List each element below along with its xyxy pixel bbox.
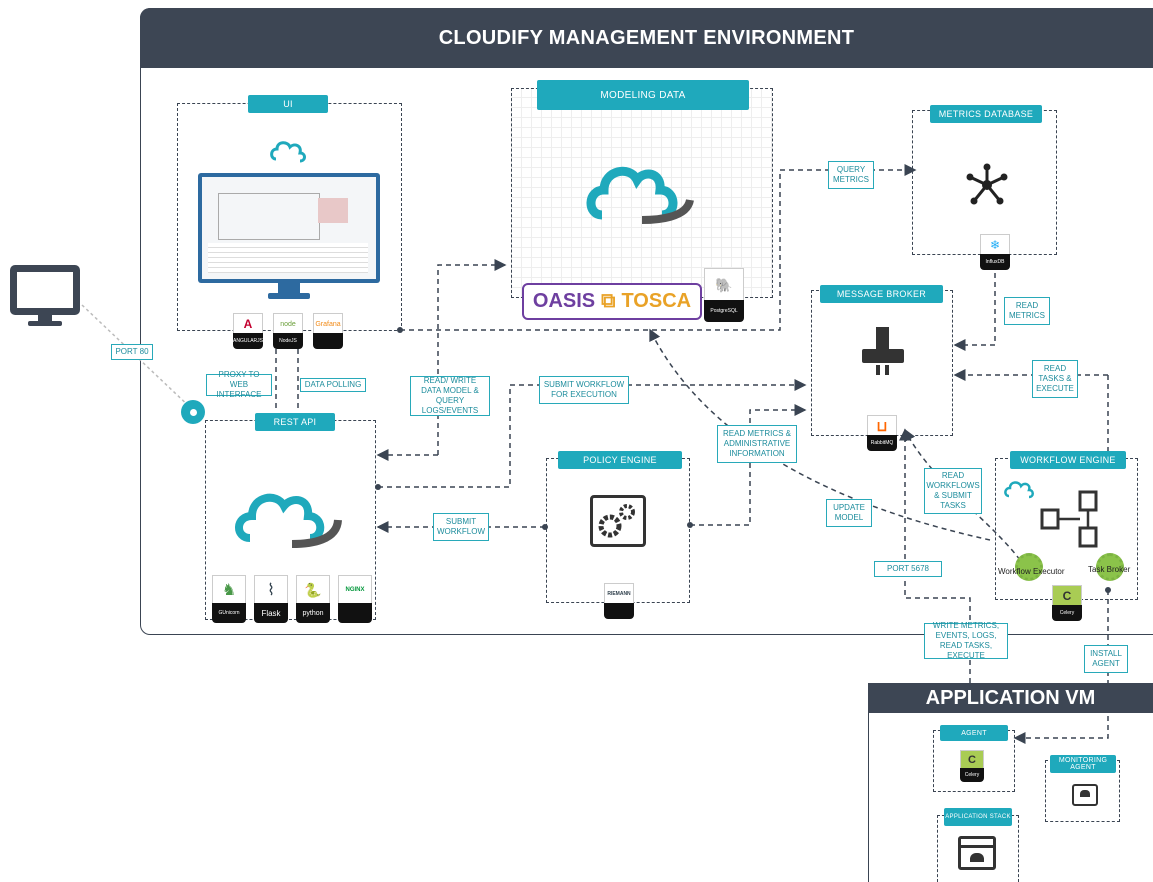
data-polling-label: DATA POLLING xyxy=(300,378,366,392)
read-metrics-label: READ METRICS xyxy=(1004,297,1050,325)
workflow-executor-text: Workflow Executor xyxy=(998,567,1065,576)
task-broker-text: Task Broker xyxy=(1088,565,1131,574)
install-agent-label: INSTALL AGENT xyxy=(1084,645,1128,673)
broker-icon xyxy=(858,325,908,377)
workflow-executor-gear xyxy=(1015,553,1043,581)
influxdb-logo: ❄InfluxDB xyxy=(980,234,1010,272)
monitor-icon xyxy=(10,265,80,327)
gears-icon xyxy=(590,495,646,547)
port-5678-label: PORT 5678 xyxy=(874,561,942,577)
page-title: CLOUDIFY MANAGEMENT ENVIRONMENT xyxy=(140,8,1153,68)
monitoring-agent-label: MONITORING AGENT xyxy=(1050,755,1116,773)
ui-monitor-screenshot xyxy=(198,173,380,301)
write-metrics-label: WRITE METRICS, EVENTS, LOGS, READ TASKS,… xyxy=(924,621,1008,660)
monitor-small-icon xyxy=(1072,784,1098,806)
read-write-data-label: READ/ WRITE DATA MODEL & QUERY LOGS/EVEN… xyxy=(410,376,490,416)
ui-label: UI xyxy=(248,95,328,113)
postgresql-logo: 🐘PostgreSQL xyxy=(704,268,744,326)
policy-engine-label: POLICY ENGINE xyxy=(558,451,682,469)
window-icon xyxy=(958,836,996,870)
query-metrics-label: QUERY METRICS xyxy=(828,161,874,189)
read-workflows-label: READ WORKFLOWS & SUBMIT TASKS xyxy=(924,468,982,514)
workflow-cloud-icon xyxy=(1003,478,1037,500)
gear-icon xyxy=(181,400,205,424)
rest-api-label: REST API xyxy=(255,413,335,431)
flask-logo: ⌇Flask xyxy=(254,575,288,625)
application-vm-frame xyxy=(868,683,1153,882)
proxy-label: PROXY TO WEB INTERFACE xyxy=(206,370,272,399)
read-metrics-admin-label: READ METRICS & ADMINISTRATIVE INFORMATIO… xyxy=(717,425,797,463)
cloudify-api-logo-icon xyxy=(232,478,350,553)
workflow-diagram-icon xyxy=(1040,490,1100,550)
riemann-logo: RIEMANN xyxy=(604,583,634,621)
submit-workflow-label: SUBMIT WORKFLOW xyxy=(433,513,489,541)
network-hub-icon xyxy=(965,163,1009,207)
task-broker-gear xyxy=(1096,553,1124,581)
message-broker-label: MESSAGE BROKER xyxy=(820,285,943,303)
cloudify-large-logo-icon xyxy=(582,150,702,230)
oasis-tosca-logo: OASIS⧉TOSCA xyxy=(522,283,702,320)
metrics-database-label: METRICS DATABASE xyxy=(930,105,1042,123)
update-model-label: UPDATE MODEL xyxy=(826,499,872,527)
nginx-logo: NGINX xyxy=(338,575,372,625)
python-logo: 🐍python xyxy=(296,575,330,625)
port-80-label: PORT 80 xyxy=(111,344,153,360)
rabbitmq-logo: ⊔RabbitMQ xyxy=(867,415,897,453)
modeling-data-box xyxy=(511,88,773,298)
submit-workflow-exec-label: SUBMIT WORKFLOW FOR EXECUTION xyxy=(539,376,629,404)
read-tasks-label: READ TASKS & EXECUTE xyxy=(1032,360,1078,398)
cloudify-logo-icon xyxy=(268,135,312,165)
application-stack-label: APPLICATION STACK xyxy=(944,808,1012,826)
grafana-logo: Grafana xyxy=(313,313,343,351)
modeling-data-label: MODELING DATA xyxy=(537,80,749,110)
application-vm-title: APPLICATION VM xyxy=(868,683,1153,713)
agent-label: AGENT xyxy=(940,725,1008,741)
workflow-engine-label: WORKFLOW ENGINE xyxy=(1010,451,1126,469)
gunicorn-logo: ♞GUnicorn xyxy=(212,575,246,625)
